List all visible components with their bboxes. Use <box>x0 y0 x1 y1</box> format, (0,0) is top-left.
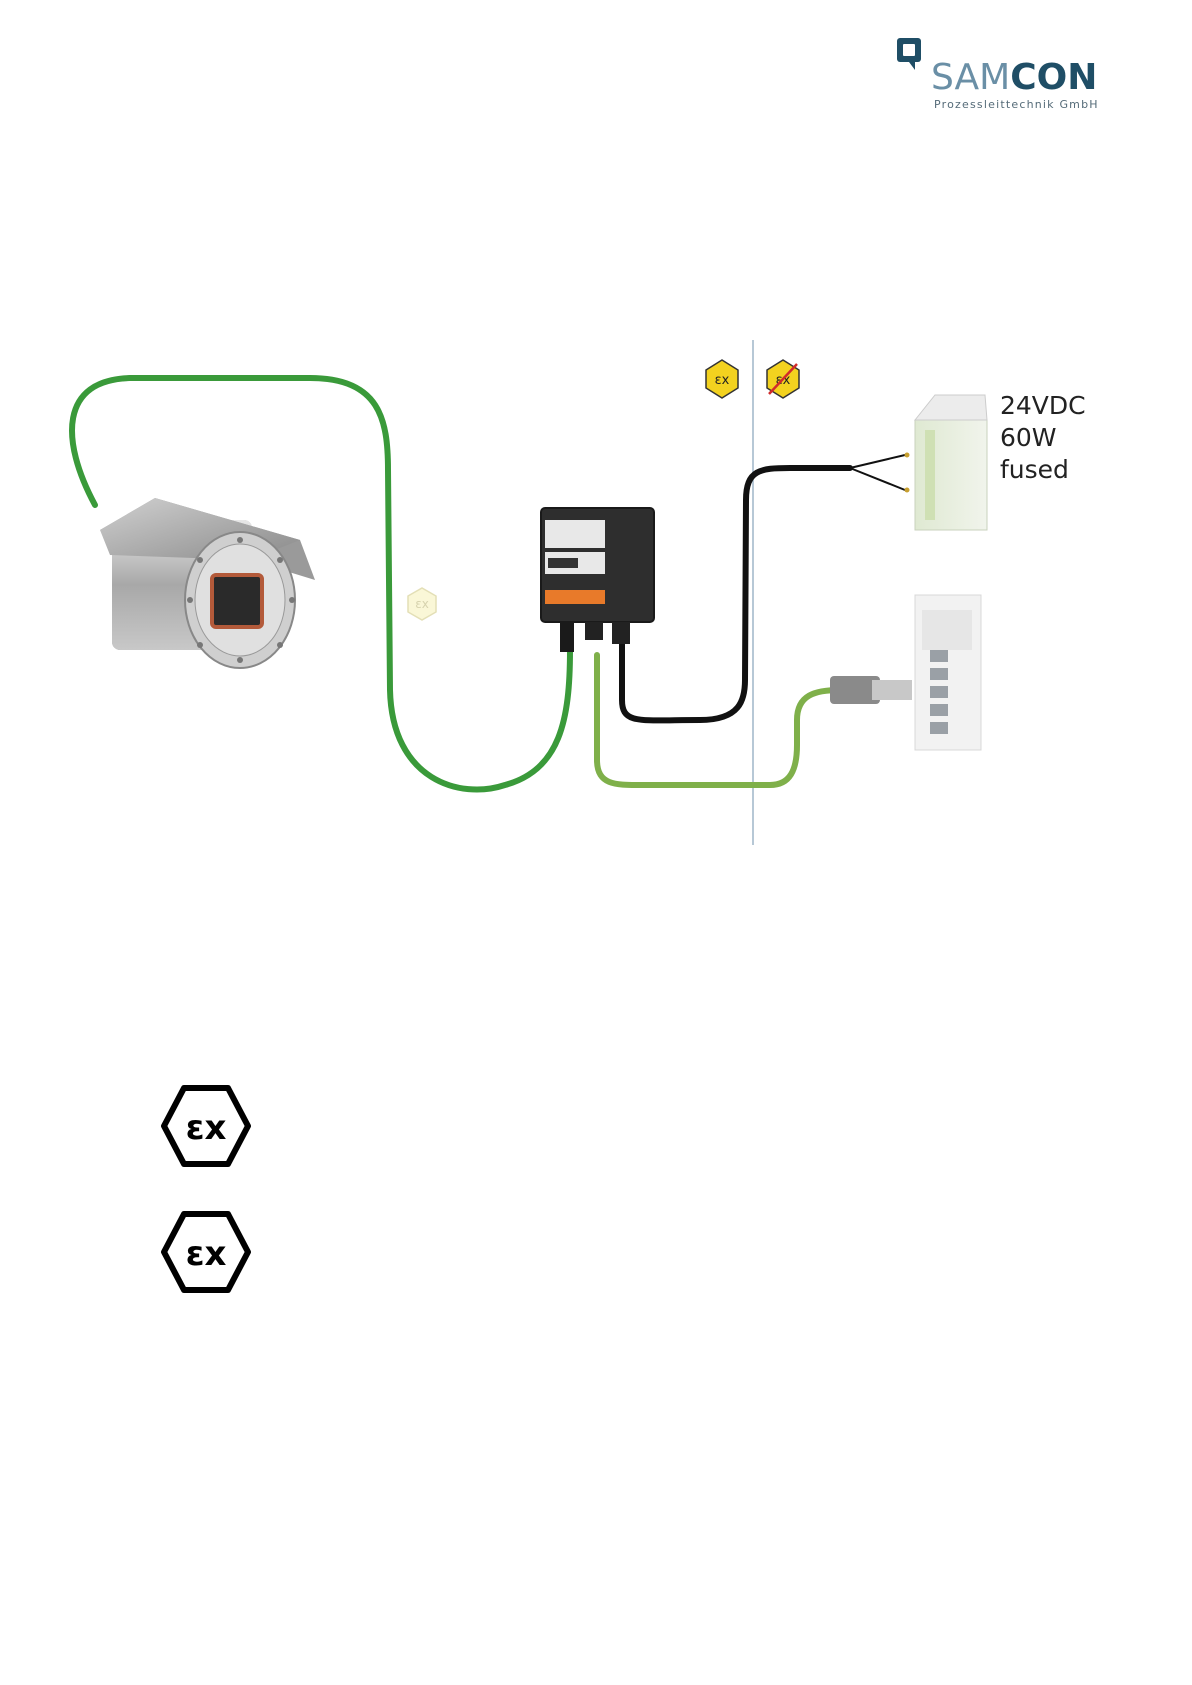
power-supply-unit <box>915 395 987 530</box>
ex-hazardous-zone-icon: εx <box>706 360 738 398</box>
power-wires <box>850 455 905 490</box>
power-supply-label: 24VDC 60W fused <box>1000 390 1086 486</box>
rj45-connector <box>830 676 912 704</box>
network-switch <box>915 595 981 750</box>
svg-text:εx: εx <box>186 1234 227 1274</box>
explosion-proof-camera <box>100 498 315 668</box>
ex-symbol-icon: εx <box>160 1206 252 1298</box>
wattage-label: 60W <box>1000 422 1086 454</box>
ex-safe-zone-crossed-icon: εx <box>767 360 799 398</box>
junction-box <box>541 508 654 652</box>
voltage-label: 24VDC <box>1000 390 1086 422</box>
svg-text:εx: εx <box>415 597 429 611</box>
ex-symbol-icon: εx <box>160 1080 252 1172</box>
wire-end <box>905 488 910 493</box>
fuse-label: fused <box>1000 454 1086 486</box>
wire-end <box>905 453 910 458</box>
svg-text:εx: εx <box>715 373 730 388</box>
power-cable <box>622 468 850 720</box>
ex-zone-cable-icon: εx <box>408 588 436 620</box>
svg-text:εx: εx <box>186 1108 227 1148</box>
